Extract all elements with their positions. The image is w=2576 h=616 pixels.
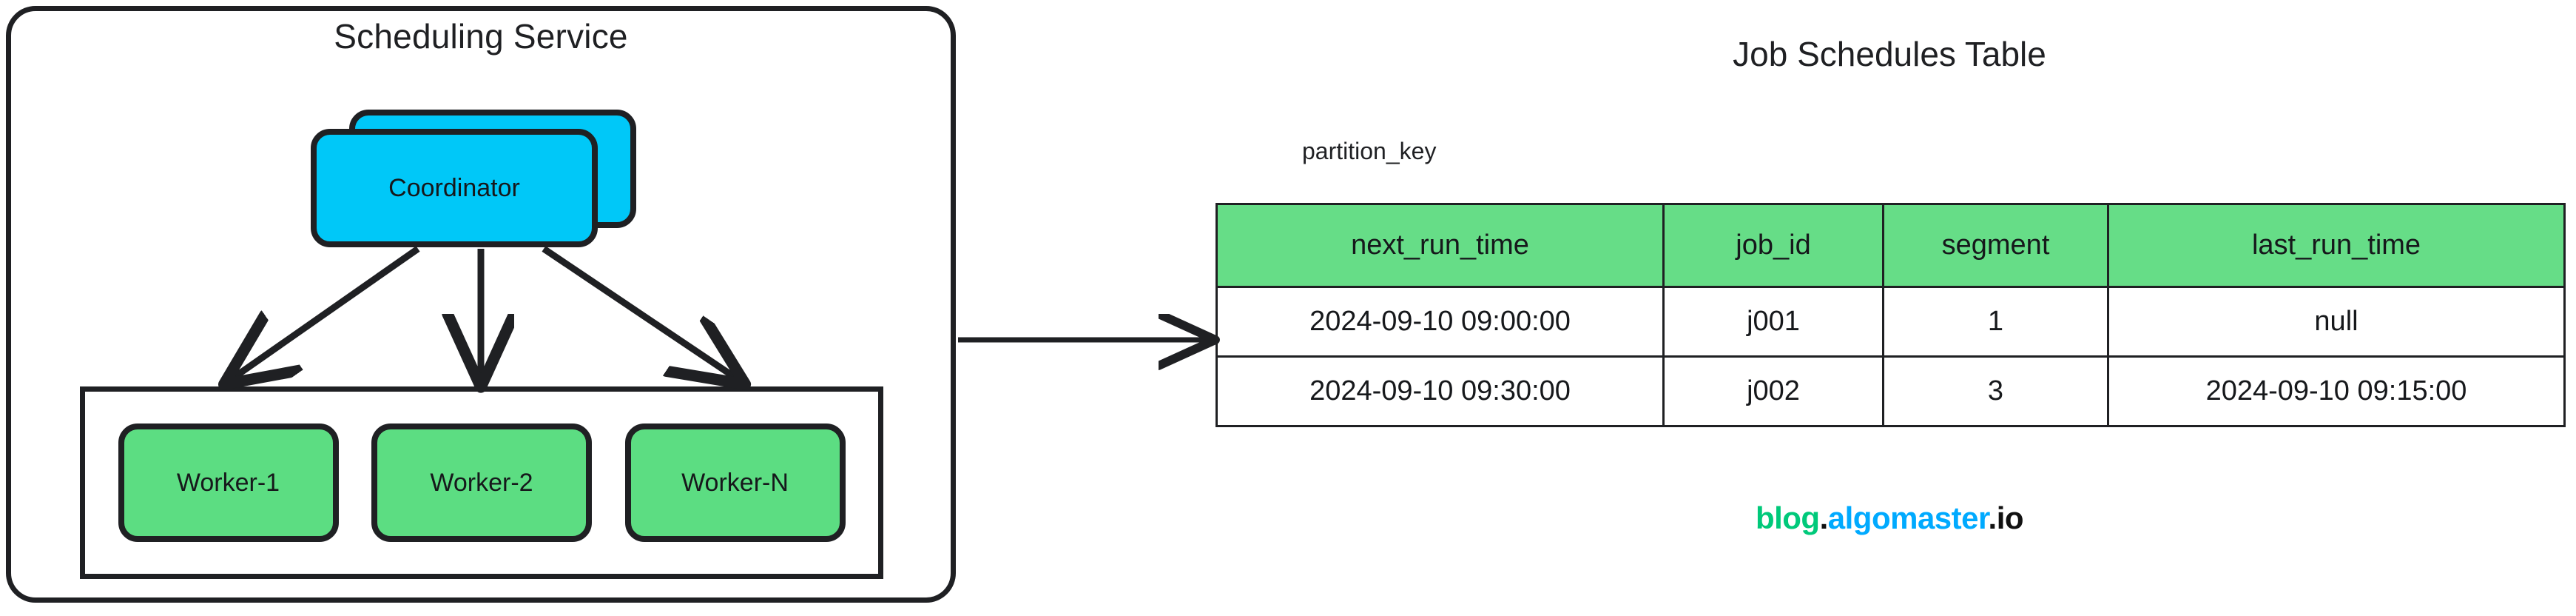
partition-key-annotation: partition_key <box>1302 138 1437 164</box>
brand-algomaster-text: algomaster <box>1827 500 1989 535</box>
worker-label-1: Worker-1 <box>176 468 280 497</box>
brand-dot-1: . <box>1819 500 1829 535</box>
table-row: 2024-09-10 09:00:00 j001 1 null <box>1215 286 2566 358</box>
column-header-job-id: job_id <box>1662 203 1884 288</box>
column-header-next-run-time: next_run_time <box>1215 203 1665 288</box>
brand-dot-2: . <box>1988 500 1997 535</box>
coordinator-card-front[interactable]: Coordinator <box>311 129 598 247</box>
worker-label-n: Worker-N <box>681 468 789 497</box>
scheduling-service-title: Scheduling Service <box>334 17 628 56</box>
cell-segment: 1 <box>1882 286 2109 358</box>
brand-blog-text: blog <box>1755 500 1820 535</box>
job-schedules-table: next_run_time job_id segment last_run_ti… <box>1215 203 2566 427</box>
coordinator-stack[interactable]: Coordinator <box>311 110 636 250</box>
branding-watermark: blog.algomaster.io <box>1215 500 2563 536</box>
cell-next-run-time: 2024-09-10 09:30:00 <box>1215 355 1665 427</box>
cell-segment: 3 <box>1882 355 2109 427</box>
table-header-row: next_run_time job_id segment last_run_ti… <box>1215 203 2566 288</box>
cell-next-run-time: 2024-09-10 09:00:00 <box>1215 286 1665 358</box>
worker-label-2: Worker-2 <box>430 468 533 497</box>
worker-pool-container: Worker-1 Worker-2 Worker-N <box>80 386 883 579</box>
column-header-last-run-time: last_run_time <box>2107 203 2566 288</box>
cell-job-id: j002 <box>1662 355 1884 427</box>
coordinator-label: Coordinator <box>388 173 520 202</box>
brand-io-text: io <box>1996 500 2024 535</box>
cell-last-run-time: null <box>2107 286 2566 358</box>
job-schedules-table-title: Job Schedules Table <box>1733 35 2046 73</box>
table-row: 2024-09-10 09:30:00 j002 3 2024-09-10 09… <box>1215 355 2566 427</box>
worker-box-n[interactable]: Worker-N <box>624 424 846 542</box>
worker-box-2[interactable]: Worker-2 <box>371 424 592 542</box>
cell-job-id: j001 <box>1662 286 1884 358</box>
worker-box-1[interactable]: Worker-1 <box>118 424 339 542</box>
cell-last-run-time: 2024-09-10 09:15:00 <box>2107 355 2566 427</box>
column-header-segment: segment <box>1882 203 2109 288</box>
